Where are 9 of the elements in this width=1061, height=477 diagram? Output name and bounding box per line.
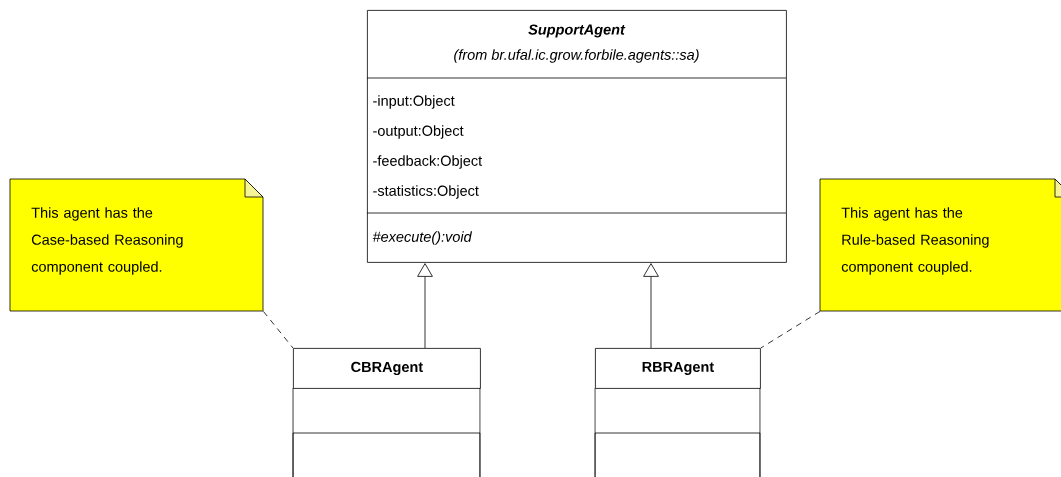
note: This agent has the Rule-based Reasoning component coupled. bbox=[819, 178, 1061, 312]
class-box: SupportAgent (from br.ufal.ic.grow.forbile.agents::sa) -input:Object -output:Object -feedback:Object -statistics:Object #execute():void bbox=[366, 10, 787, 263]
dashed-line bbox=[263, 311, 294, 349]
class-box: RBRAgent bbox=[594, 348, 761, 477]
note: This agent has the Case-based Reasoning component coupled. bbox=[9, 178, 264, 312]
class-box: CBRAgent bbox=[292, 348, 481, 477]
dashed-line bbox=[760, 311, 821, 349]
inheritance-arrow bbox=[417, 263, 433, 349]
inheritance-arrow bbox=[643, 263, 659, 349]
